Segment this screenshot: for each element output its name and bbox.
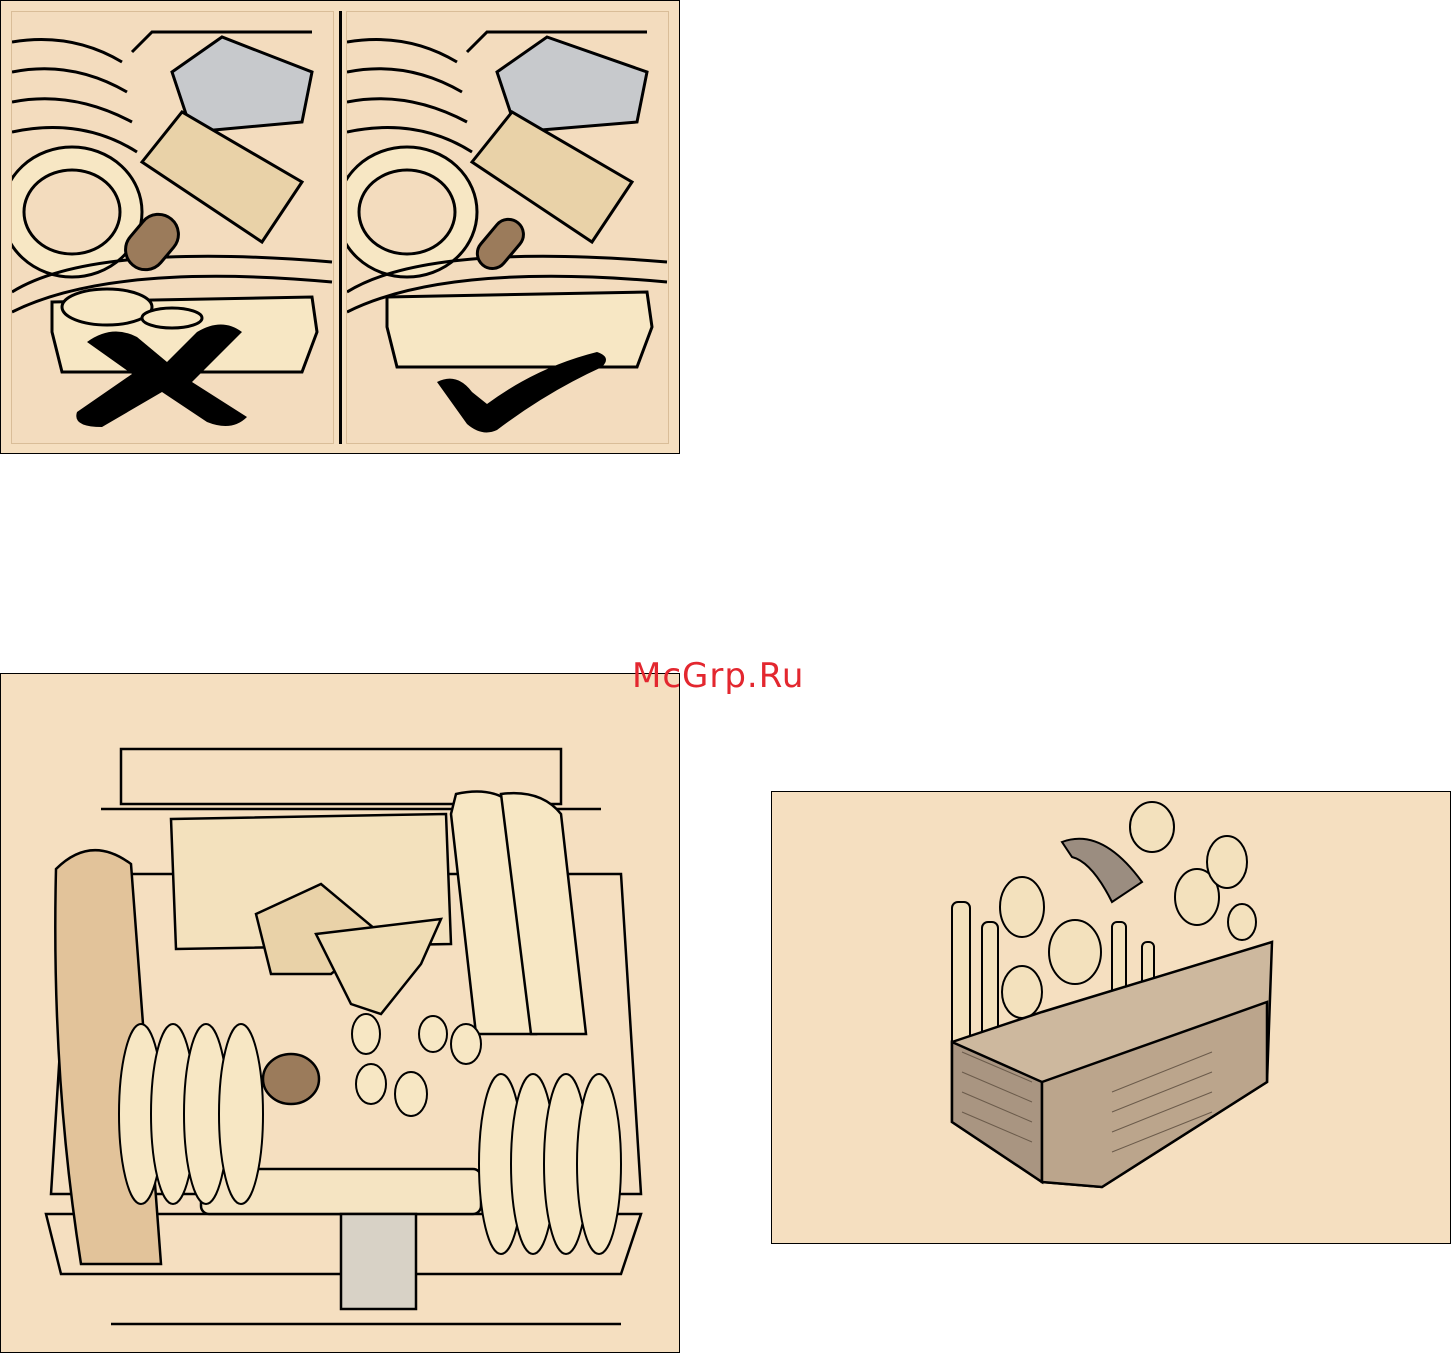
cutlery-basket-figure [771,791,1451,1244]
lower-rack-loaded-icon [1,674,678,1351]
cutlery-basket-icon [772,792,1449,1242]
rack-illustration-correct [347,12,669,444]
panel-correct [346,11,669,444]
rack-illustration-incorrect [12,12,334,444]
panel-divider [339,11,342,444]
lower-rack-figure [0,673,680,1353]
watermark-text: McGrp.Ru [632,656,804,696]
loading-comparison-figure [0,0,680,454]
panel-incorrect [11,11,334,444]
